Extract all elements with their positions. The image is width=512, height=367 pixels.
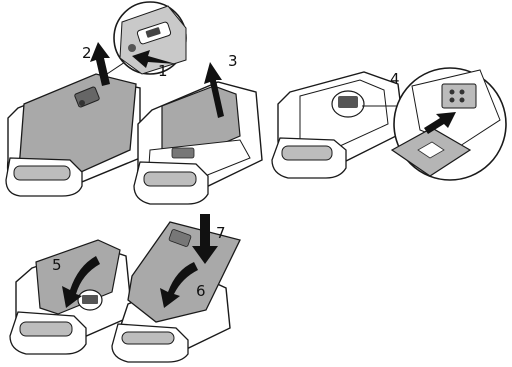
step-number-3: 3	[228, 52, 238, 70]
cover-lift-arrow	[90, 42, 110, 86]
phone-back-cover-figure	[5, 55, 141, 197]
battery-lift-arrow	[204, 62, 224, 118]
step-number-4: 4	[390, 70, 400, 88]
step-number-5: 5	[52, 256, 62, 274]
phone-battery-figure	[133, 81, 263, 205]
step-number-2: 2	[82, 44, 92, 62]
step-number-1: 1	[158, 62, 168, 80]
step-number-6: 6	[196, 282, 206, 300]
phone-open-housing-figure	[271, 71, 408, 179]
release-button-magnifier	[113, 1, 187, 75]
cover-push-arrow	[192, 214, 218, 264]
battery-insert-arrow	[62, 256, 100, 308]
insert-arrow	[424, 112, 456, 134]
phone-cover-replace-figure	[111, 214, 241, 363]
phone-battery-insert-figure	[9, 239, 133, 355]
cover-slide-arrow	[160, 262, 198, 308]
sim-insert-magnifier	[390, 67, 507, 181]
step-number-7: 7	[216, 224, 226, 242]
release-push-arrow	[132, 50, 176, 68]
